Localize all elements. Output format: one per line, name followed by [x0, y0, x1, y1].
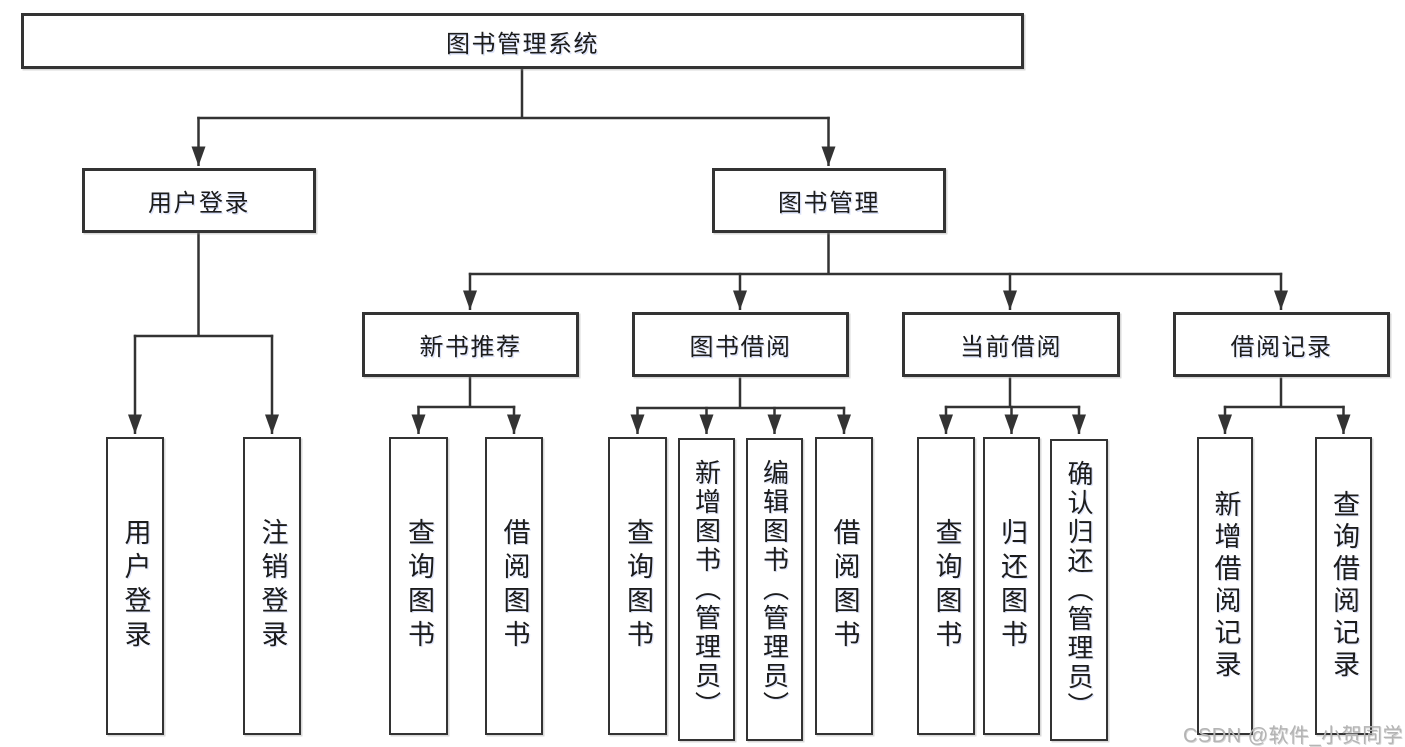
leaf-query-books-borrow: 查询图书 — [608, 437, 667, 735]
leaf-confirm-return-admin-label: 确认归还（管理员） — [1064, 459, 1094, 721]
node-user-login-label: 用户登录 — [148, 190, 250, 217]
connector-book-borrow-children — [630, 377, 851, 434]
node-book-borrow: 图书借阅 — [632, 312, 849, 377]
node-new-book-recommend-label: 新书推荐 — [419, 334, 522, 361]
node-root: 图书管理系统 — [21, 13, 1024, 69]
leaf-borrow-books: 借阅图书 — [815, 437, 873, 735]
connector-root-to-level2 — [191, 68, 836, 166]
connector-user-login-children — [128, 232, 279, 434]
node-user-login: 用户登录 — [82, 168, 316, 233]
connector-new-book-recommend-children — [411, 377, 521, 434]
node-new-book-recommend: 新书推荐 — [362, 312, 579, 377]
leaf-edit-book-admin-label: 编辑图书（管理员） — [759, 459, 790, 720]
node-book-borrow-label: 图书借阅 — [689, 334, 792, 361]
leaf-logout: 注销登录 — [243, 437, 301, 735]
leaf-query-books-current-label: 查询图书 — [931, 518, 962, 654]
leaf-borrow-books-recommend: 借阅图书 — [485, 437, 543, 735]
leaf-add-borrow-record-label: 新增借阅记录 — [1210, 490, 1241, 682]
leaf-logout-label: 注销登录 — [257, 518, 288, 654]
leaf-borrow-books-recommend-label: 借阅图书 — [499, 518, 530, 654]
node-book-management: 图书管理 — [712, 168, 946, 233]
leaf-return-books: 归还图书 — [983, 437, 1040, 735]
leaf-add-borrow-record: 新增借阅记录 — [1197, 437, 1253, 735]
node-current-borrow-label: 当前借阅 — [960, 334, 1062, 361]
leaf-query-books-borrow-label: 查询图书 — [623, 518, 653, 654]
leaf-borrow-books-label: 借阅图书 — [829, 518, 860, 654]
leaf-confirm-return-admin: 确认归还（管理员） — [1050, 439, 1108, 741]
node-borrow-records: 借阅记录 — [1173, 312, 1390, 377]
connector-borrow-records-children — [1218, 377, 1351, 434]
leaf-user-login-label: 用户登录 — [120, 518, 151, 654]
node-borrow-records-label: 借阅记录 — [1230, 334, 1333, 361]
leaf-query-books-current: 查询图书 — [917, 437, 975, 735]
leaf-query-borrow-record-label: 查询借阅记录 — [1329, 490, 1359, 682]
leaf-return-books-label: 归还图书 — [997, 518, 1027, 654]
connector-book-management-children — [463, 232, 1288, 310]
node-book-management-label: 图书管理 — [778, 190, 880, 217]
leaf-query-borrow-record: 查询借阅记录 — [1315, 437, 1372, 735]
node-root-label: 图书管理系统 — [446, 30, 599, 58]
csdn-watermark: CSDN @软件_小贺同学 — [1183, 725, 1404, 747]
leaf-add-book-admin-label: 新增图书（管理员） — [691, 459, 722, 720]
leaf-query-books-recommend-label: 查询图书 — [404, 518, 434, 654]
leaf-query-books-recommend: 查询图书 — [389, 437, 448, 735]
connector-current-borrow-children — [939, 377, 1086, 434]
leaf-edit-book-admin: 编辑图书（管理员） — [746, 438, 803, 741]
leaf-user-login: 用户登录 — [106, 437, 164, 735]
node-current-borrow: 当前借阅 — [902, 312, 1120, 377]
leaf-add-book-admin: 新增图书（管理员） — [678, 438, 735, 741]
